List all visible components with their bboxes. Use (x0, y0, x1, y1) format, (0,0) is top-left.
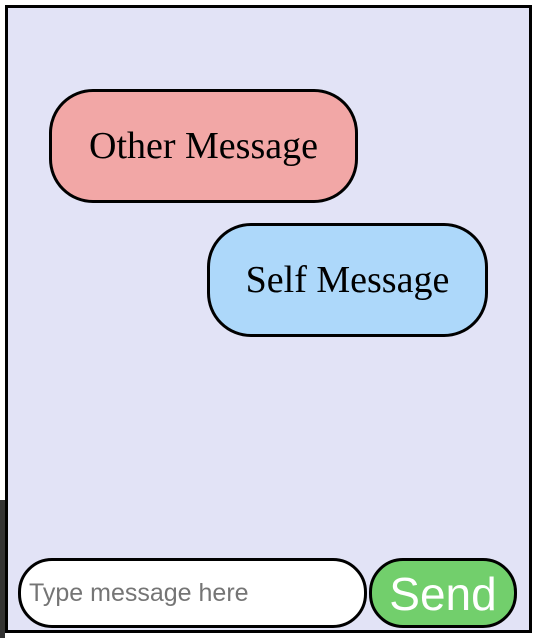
message-input[interactable] (18, 558, 367, 628)
self-message-bubble: Self Message (207, 223, 488, 337)
self-message-text: Self Message (245, 259, 450, 301)
other-message-bubble: Other Message (49, 89, 358, 203)
chat-window: Other Message Self Message (5, 5, 532, 633)
other-message-text: Other Message (89, 125, 318, 167)
send-button[interactable]: Send (369, 558, 517, 628)
composer-backdrop (0, 500, 5, 638)
